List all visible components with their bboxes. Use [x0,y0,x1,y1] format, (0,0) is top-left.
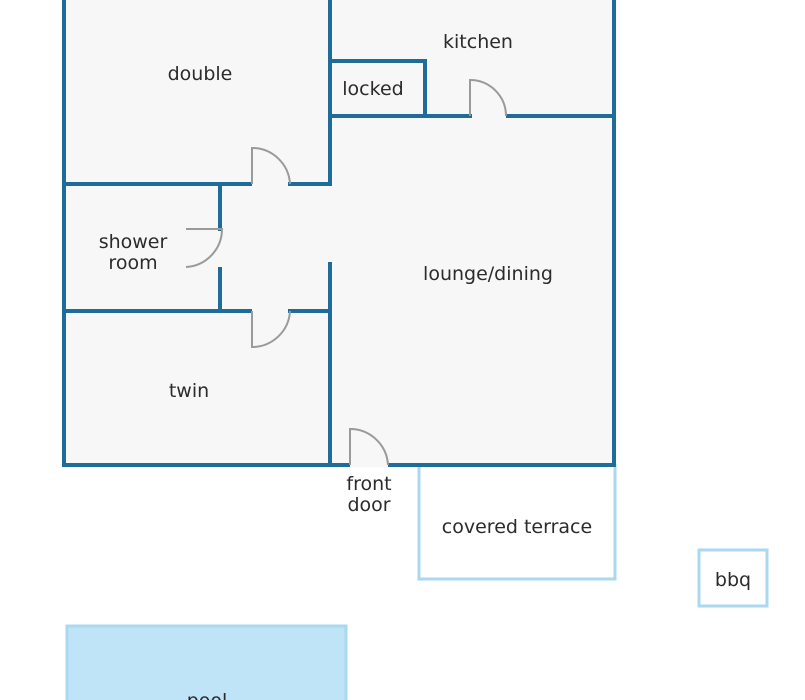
bbq-area [697,548,769,608]
bbq-label: bbq [715,569,751,591]
shower-label-line1: shower [99,231,168,253]
double-door [251,146,291,185]
front-door-label-line2: door [347,494,390,516]
shower-door [185,228,224,268]
locked-label: locked [342,78,403,100]
front-door [349,427,389,466]
shower-label-line2: room [108,252,157,274]
front-door-label-line1: front [346,473,391,495]
kitchen-label: kitchen [443,31,513,53]
pool-area [65,624,348,700]
pool-label: pool [187,690,228,700]
double-label: double [168,63,233,85]
doors [185,78,507,466]
twin-door [251,310,291,349]
covered-terrace [417,463,617,581]
kitchen-door [469,78,507,117]
lounge-label: lounge/dining [423,263,553,285]
house-floor [64,0,614,465]
twin-label: twin [169,380,209,402]
walls [62,0,616,467]
covered-terrace-label: covered terrace [442,516,592,538]
